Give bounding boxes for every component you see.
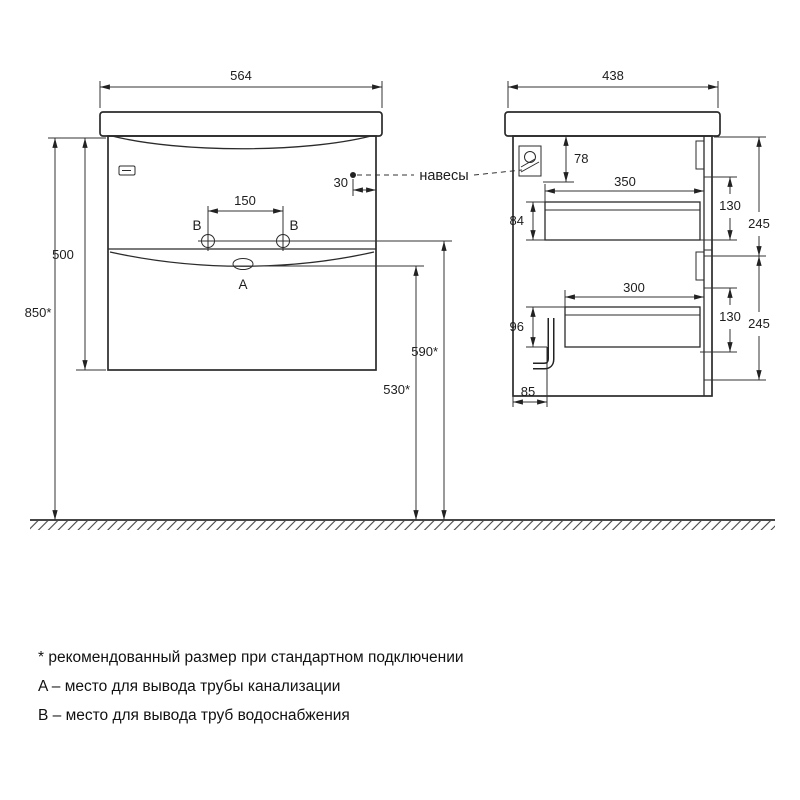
- front-dimensions: 564 500 850* 150 B B A 30: [25, 68, 523, 520]
- dim-590-label: 590*: [411, 344, 438, 359]
- dim-245-top-group: 245: [704, 136, 770, 257]
- dim-350-group: 350: [544, 174, 704, 202]
- dim-438-label: 438: [602, 68, 624, 83]
- dim-96-label: 96: [510, 319, 524, 334]
- countertop-side: [504, 111, 721, 137]
- dim-500-group: 500: [48, 137, 106, 371]
- drawer1-box: [544, 201, 701, 241]
- dim-530-label: 530*: [383, 382, 410, 397]
- side-dimensions: 438 78 350 84 130: [507, 68, 770, 407]
- hanger-bracket: [518, 145, 542, 177]
- countertop-front: [99, 111, 383, 137]
- dim-850-group: 850*: [25, 138, 58, 520]
- dim-130-bottom-label: 130: [719, 309, 741, 324]
- ground-line: [30, 519, 775, 530]
- dim-300-group: 300: [564, 280, 704, 307]
- ground-hatch: [30, 521, 775, 530]
- dim-130-top-label: 130: [719, 198, 741, 213]
- brand-mark: [118, 165, 136, 176]
- dim-85-group: 85: [512, 384, 548, 407]
- dim-245-top-label: 245: [748, 216, 770, 231]
- note-a-drain: A – место для вывода трубы канализации: [38, 677, 341, 695]
- cabinet-body-side: [512, 135, 713, 397]
- label-b-left: B: [192, 218, 201, 233]
- note-recommended-size: * рекомендованный размер при стандартном…: [38, 649, 464, 666]
- dim-150-label: 150: [234, 193, 256, 208]
- dim-130-bottom-group: 130: [700, 287, 741, 353]
- dim-564-label: 564: [230, 68, 252, 83]
- dim-30-group: 30: [334, 175, 376, 196]
- cabinet-body-front: [107, 135, 377, 371]
- dim-78-group: 78: [543, 136, 588, 183]
- drawer2-front-edge: [695, 251, 705, 281]
- dim-150-group: 150: [207, 193, 284, 233]
- basin-curve: [111, 135, 372, 150]
- dim-84-label: 84: [510, 213, 524, 228]
- drawer-handle-curve: [109, 251, 375, 267]
- dim-245-bottom-group: 245: [704, 256, 770, 381]
- dim-590-group: 590*: [198, 240, 452, 520]
- dim-564-group: 564: [99, 68, 383, 108]
- hanger-point: [350, 172, 356, 178]
- dim-78-label: 78: [574, 151, 588, 166]
- dim-30-label: 30: [334, 175, 348, 190]
- dim-300-label: 300: [623, 280, 645, 295]
- dim-130-top-group: 130: [700, 176, 741, 241]
- note-b-water: B – место для вывода труб водоснабжения: [38, 706, 350, 724]
- label-hangers: навесы: [419, 168, 468, 184]
- drain-pipe: [533, 318, 555, 370]
- label-b-right: B: [289, 218, 298, 233]
- hangers-callout: навесы: [357, 168, 523, 184]
- dim-85-label: 85: [521, 384, 535, 399]
- label-a: A: [238, 277, 247, 292]
- dim-530-group: 530*: [230, 265, 424, 520]
- dim-438-group: 438: [507, 68, 719, 108]
- dim-96-group: 96: [510, 306, 565, 348]
- side-view: [504, 111, 721, 397]
- drain-point: [232, 258, 254, 270]
- dim-850-label: 850*: [25, 305, 52, 320]
- dim-84-group: 84: [510, 201, 545, 241]
- dim-350-label: 350: [614, 174, 636, 189]
- drawer1-front-edge: [695, 140, 705, 170]
- footnotes: * рекомендованный размер при стандартном…: [38, 649, 464, 735]
- dim-245-bottom-label: 245: [748, 316, 770, 331]
- drawer2-box: [564, 306, 701, 348]
